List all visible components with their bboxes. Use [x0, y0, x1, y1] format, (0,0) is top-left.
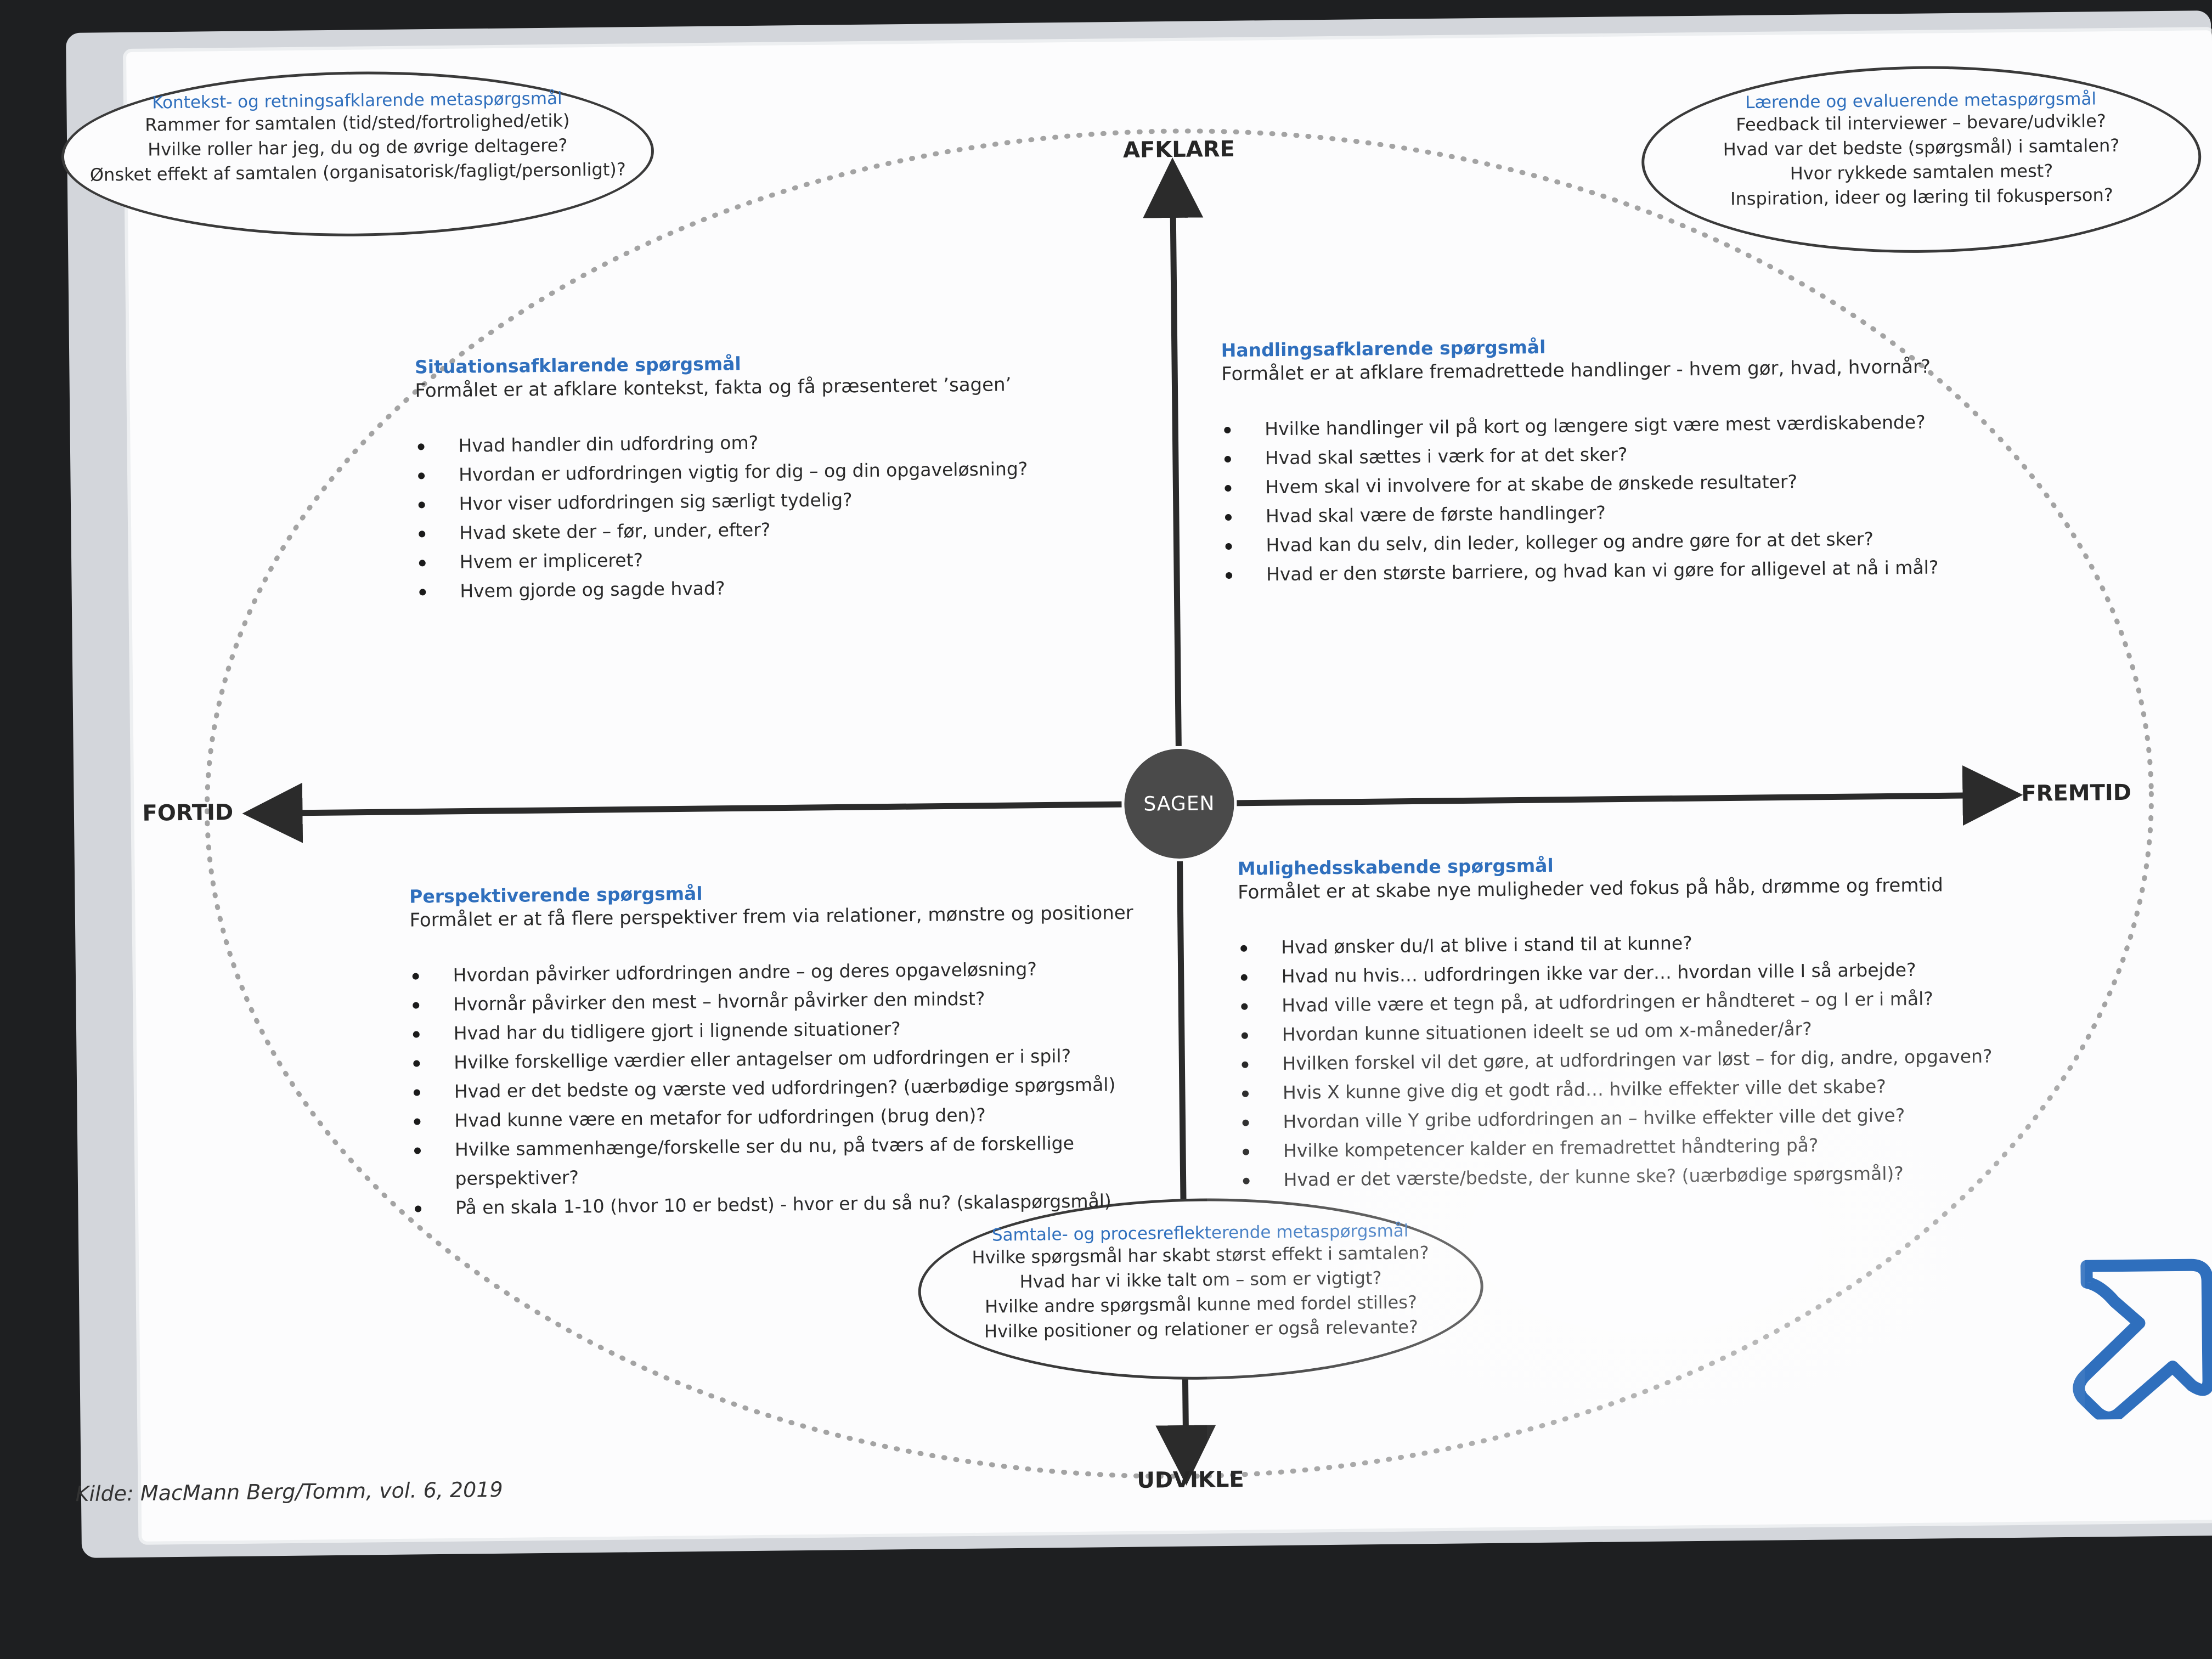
- axis-label-left: FORTID: [142, 800, 234, 826]
- center-circle: SAGEN: [1124, 748, 1235, 860]
- quadrant-top-right: Handlingsafklarende spørgsmål Formålet e…: [1221, 331, 2047, 589]
- center-label: SAGEN: [1143, 792, 1215, 816]
- source-citation: Kilde: MacMann Berg/Tomm, vol. 6, 2019: [75, 1477, 503, 1506]
- quadrant-top-left-list: Hvad handler din udfordring om? Hvordan …: [415, 424, 1130, 606]
- quadrant-bottom-right: Mulighedsskabende spørgsmål Formålet er …: [1237, 849, 2063, 1195]
- diagram-lines: [205, 128, 2154, 1486]
- axis-horizontal-right: [1237, 765, 2023, 826]
- question-card: SAGEN AFKLARE UDVIKLE FORTID FREMTID Kon…: [60, 30, 2212, 1542]
- quadrant-top-left-subtitle: Formålet er at afklare kontekst, fakta o…: [415, 374, 1012, 402]
- quadrant-bottom-left-subtitle: Formålet er at få flere perspektiver fre…: [409, 901, 1133, 932]
- axis-label-top: AFKLARE: [1122, 136, 1235, 163]
- quadrant-bottom-left-list: Hvordan påvirker udfordringen andre – og…: [410, 953, 1148, 1223]
- quadrant-top-left: Situationsafklarende spørgsmål Formålet …: [415, 349, 1131, 606]
- list-item: Hvilke sammenhænge/forskelle ser du nu, …: [412, 1128, 1148, 1194]
- axis-vertical-up: [1143, 157, 1204, 747]
- oval-bottom-line: Hvilke positioner og relationer er også …: [984, 1316, 1419, 1342]
- arrow-up-right-icon: [2073, 1259, 2212, 1420]
- axis-label-right: FREMTID: [2021, 780, 2132, 806]
- axis-horizontal-left: [242, 782, 1122, 843]
- quadrant-bottom-right-list: Hvad ønsker du/I at blive i stand til at…: [1238, 924, 2064, 1195]
- oval-top-right-line: Inspiration, ideer og læring til fokuspe…: [1730, 184, 2113, 210]
- quadrant-bottom-left: Perspektiverende spørgsmål Formålet er a…: [409, 878, 1148, 1223]
- axis-label-bottom: UDVIKLE: [1137, 1466, 1244, 1493]
- quadrant-top-right-list: Hvilke handlinger vil på kort og længere…: [1222, 406, 2046, 589]
